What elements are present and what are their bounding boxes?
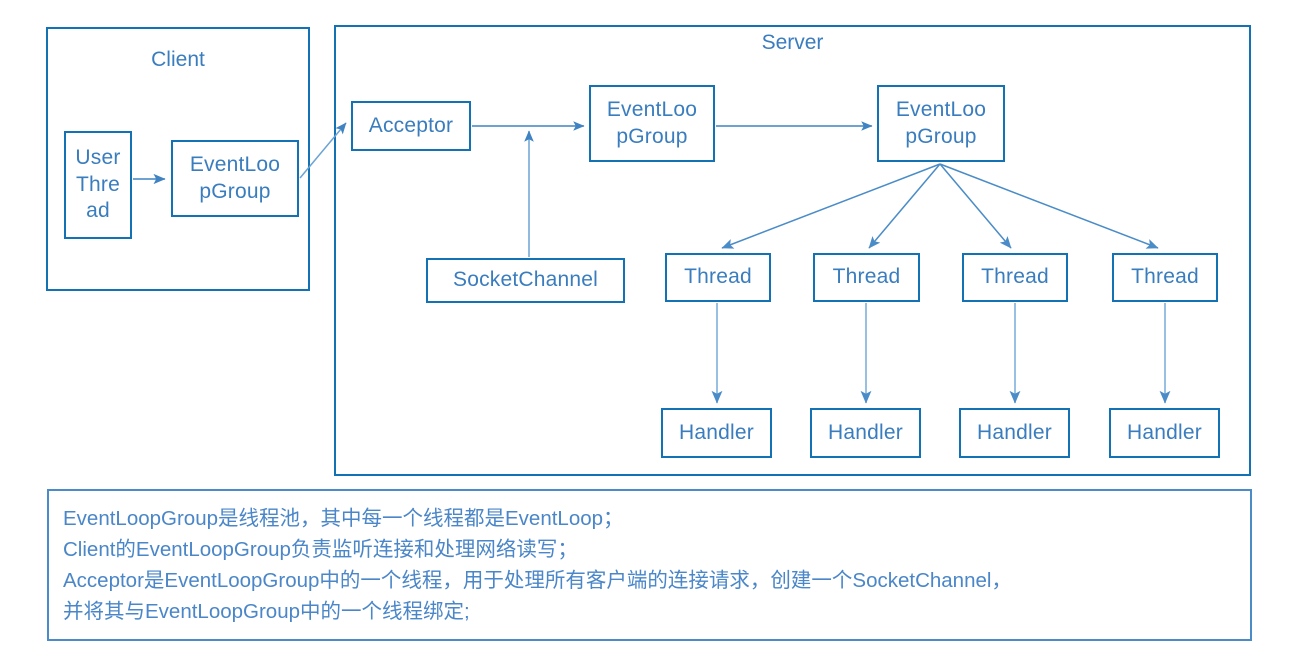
node-client-eventloopgroup[interactable]: EventLoo pGroup <box>171 140 299 217</box>
container-server <box>334 25 1251 476</box>
node-thread-2[interactable]: Thread <box>813 253 920 302</box>
note-line-1: EventLoopGroup是线程池，其中每一个线程都是EventLoop； <box>63 507 624 530</box>
node-thread-4[interactable]: Thread <box>1112 253 1218 302</box>
node-handler-2[interactable]: Handler <box>810 408 921 458</box>
note-line-3: Acceptor是EventLoopGroup中的一个线程，用于处理所有客户端的… <box>63 569 1012 593</box>
node-server-eventloopgroup-1[interactable]: EventLoo pGroup <box>589 85 715 162</box>
note-box: EventLoopGroup是线程池，其中每一个线程都是EventLoop； C… <box>47 489 1252 641</box>
node-thread-3[interactable]: Thread <box>962 253 1068 302</box>
node-handler-3[interactable]: Handler <box>959 408 1070 458</box>
node-handler-1[interactable]: Handler <box>661 408 772 458</box>
note-line-2: Client的EventLoopGroup负责监听连接和处理网络读写； <box>63 538 578 562</box>
node-thread-1[interactable]: Thread <box>665 253 771 302</box>
node-socket-channel[interactable]: SocketChannel <box>426 258 625 303</box>
note-line-4: 并将其与EventLoopGroup中的一个线程绑定; <box>63 600 470 624</box>
node-server-eventloopgroup-2[interactable]: EventLoo pGroup <box>877 85 1005 162</box>
node-user-thread[interactable]: User Thre ad <box>64 131 132 239</box>
node-handler-4[interactable]: Handler <box>1109 408 1220 458</box>
container-title-client: Client <box>151 48 205 71</box>
container-title-server: Server <box>761 31 824 54</box>
node-acceptor[interactable]: Acceptor <box>351 101 471 151</box>
